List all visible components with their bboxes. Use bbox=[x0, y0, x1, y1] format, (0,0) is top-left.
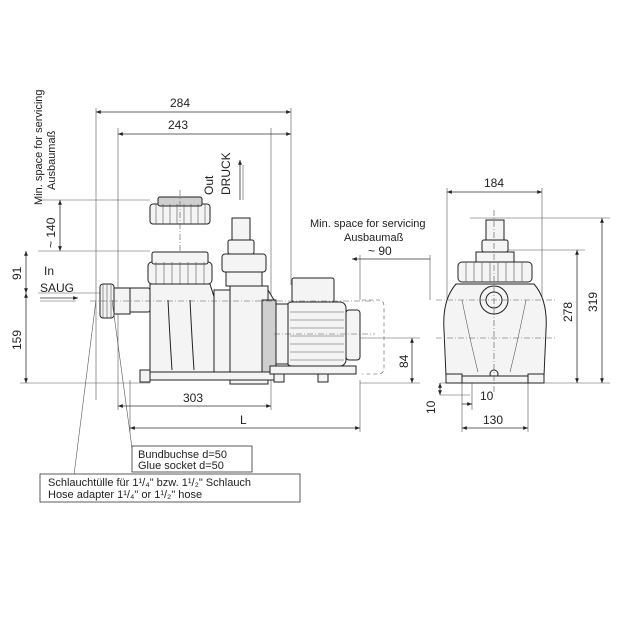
dim-L: L bbox=[240, 413, 247, 427]
dim-159: 159 bbox=[10, 330, 24, 350]
dim-278: 278 bbox=[561, 302, 575, 322]
dim-140: ~ 140 bbox=[44, 217, 58, 248]
label-out: Out bbox=[202, 175, 216, 195]
note-glue-de: Bundbuchse d=50 bbox=[138, 449, 227, 461]
service-mid-line2: Ausbaumaß bbox=[344, 232, 404, 244]
dim-303: 303 bbox=[183, 391, 203, 405]
front-view: 184 319 278 10 10 130 bbox=[424, 176, 610, 432]
label-saug: SAUG bbox=[40, 281, 74, 295]
dim-284: 284 bbox=[170, 96, 190, 110]
note-glue-en: Glue socket d=50 bbox=[138, 460, 224, 472]
dim-10-horizontal: 10 bbox=[480, 389, 494, 403]
note-hose-adapter: Schlauchtülle für 1¹/₄" bzw. 1¹/₂" Schla… bbox=[39, 473, 301, 503]
service-left-line1: Min. space for servicing bbox=[33, 89, 45, 205]
side-view: 284 243 ~ 140 Min. space for servicing A… bbox=[10, 89, 431, 432]
label-in: In bbox=[44, 264, 54, 278]
service-left-line2: Ausbaumaß bbox=[46, 130, 58, 190]
dim-243: 243 bbox=[168, 118, 188, 132]
dim-10-vertical: 10 bbox=[424, 400, 438, 414]
dim-90: ~ 90 bbox=[368, 244, 392, 258]
service-mid-line1: Min. space for servicing bbox=[310, 218, 426, 230]
note-hose-en: Hose adapter 1¹/₄" or 1¹/₂" hose bbox=[48, 489, 202, 501]
dim-319: 319 bbox=[586, 292, 600, 312]
note-glue-socket: Bundbuchse d=50 Glue socket d=50 bbox=[131, 445, 253, 473]
dim-84: 84 bbox=[397, 354, 411, 368]
label-druck: DRUCK bbox=[219, 152, 233, 195]
note-hose-de: Schlauchtülle für 1¹/₄" bzw. 1¹/₂" Schla… bbox=[48, 477, 251, 489]
dim-184: 184 bbox=[484, 176, 504, 190]
dim-130: 130 bbox=[483, 413, 503, 427]
dim-91: 91 bbox=[10, 266, 24, 280]
